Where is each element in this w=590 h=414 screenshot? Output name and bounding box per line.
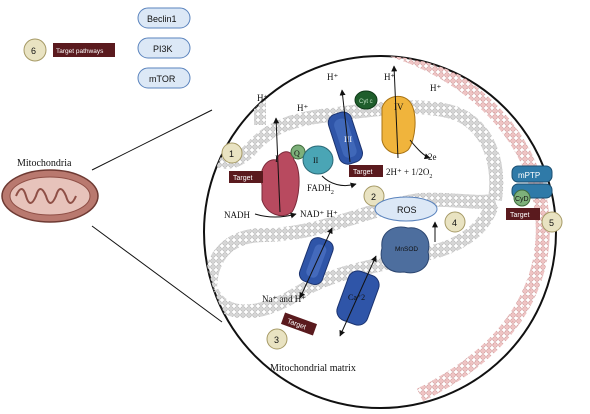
complex-ii: [302, 145, 334, 175]
calcium-channel-label: Ca⁺2: [348, 293, 365, 302]
mnsod-label: MnSOD: [395, 246, 418, 253]
pathway-beclin1-label: Beclin1: [147, 14, 177, 24]
h-plus-5: H⁺: [430, 83, 441, 93]
label-nad: NAD⁺ H⁺: [300, 209, 338, 219]
coenzyme-q-label: Q: [294, 149, 300, 158]
arrow-fadh2: [321, 175, 357, 189]
mptp-label: mPTP: [518, 171, 540, 180]
complex-iii: [327, 111, 363, 165]
label-fadh2: FADH2: [307, 183, 334, 196]
circle-5-number: 5: [549, 218, 554, 228]
arrow-complex-iv: [391, 65, 399, 159]
circle-2: [363, 185, 385, 207]
arrow-complex-iii: [339, 89, 351, 163]
coenzyme-q: [290, 144, 306, 160]
pathway-pill-mtor: mTOR: [137, 67, 191, 89]
target-box-2: [280, 312, 318, 336]
target-pathways-label: Target pathways: [56, 48, 104, 55]
pathway-pill-pi3k: PI3K: [137, 37, 191, 59]
zoom-line-top: [91, 109, 213, 171]
circle-6: [23, 38, 47, 62]
target-label-3: Target: [353, 169, 373, 176]
label-nadh: NADH: [224, 210, 250, 220]
outer-membrane-texture: [351, 56, 544, 396]
complex-iii-label: III: [344, 135, 352, 144]
pathway-mtor-label: mTOR: [149, 74, 176, 84]
target-box-3: [349, 165, 383, 177]
arrow-nadh: [254, 212, 297, 219]
complex-i: [260, 151, 300, 216]
h-plus-1: H⁺: [257, 93, 268, 103]
label-na-h: Na⁺ and H⁺: [262, 294, 306, 304]
pathway-pi3k-label: PI3K: [153, 44, 173, 54]
mnsod: [380, 226, 430, 274]
circle-2-number: 2: [371, 192, 376, 202]
cyd-label: CyD: [515, 196, 529, 203]
mitochondria-label: Mitochondria: [17, 158, 72, 169]
circle-3-number: 3: [274, 335, 279, 345]
mitochondria-illustration: [1, 169, 99, 223]
pathway-pill-beclin1: Beclin1: [137, 7, 191, 29]
arrow-2e: [409, 139, 431, 160]
inner-membrane-middle: [204, 192, 498, 291]
complex-i-label: I: [275, 154, 278, 164]
circle-1: [221, 142, 243, 164]
h-plus-4: H⁺: [384, 72, 395, 82]
cytochrome-c: [354, 90, 378, 110]
arrow-calcium: [339, 255, 377, 337]
arrow-complex-i: [273, 117, 281, 213]
arrow-na-h: [299, 227, 333, 299]
circle-6-number: 6: [31, 46, 36, 56]
target-label-1: Target: [233, 175, 253, 182]
target-box-1: [229, 171, 263, 183]
circle-4: [444, 211, 466, 233]
complex-iv-label: IV: [394, 102, 404, 112]
h-plus-3: H⁺: [327, 72, 338, 82]
label-water: 2H⁺ + 1/2O2: [386, 167, 432, 180]
circle-4-number: 4: [452, 218, 457, 228]
circle-5: [541, 211, 563, 233]
target-box-5: [506, 208, 540, 220]
circle-1-number: 1: [229, 149, 234, 159]
target-pathways-box: [53, 43, 115, 57]
h-plus-2: H⁺: [297, 103, 308, 113]
label-2e: 2e: [428, 152, 437, 162]
cyclophilin-d: [513, 189, 531, 207]
matrix-label: Mitochondrial matrix: [270, 363, 356, 374]
mptp-top: [511, 165, 553, 183]
cytochrome-c-label: Cyt c: [359, 99, 373, 105]
complex-ii-label: II: [313, 156, 319, 165]
ros-pill: [374, 196, 438, 222]
ros-label: ROS: [397, 205, 417, 215]
zoom-line-bottom: [91, 225, 223, 323]
circle-3: [266, 328, 288, 350]
target-label-5: Target: [510, 212, 530, 219]
